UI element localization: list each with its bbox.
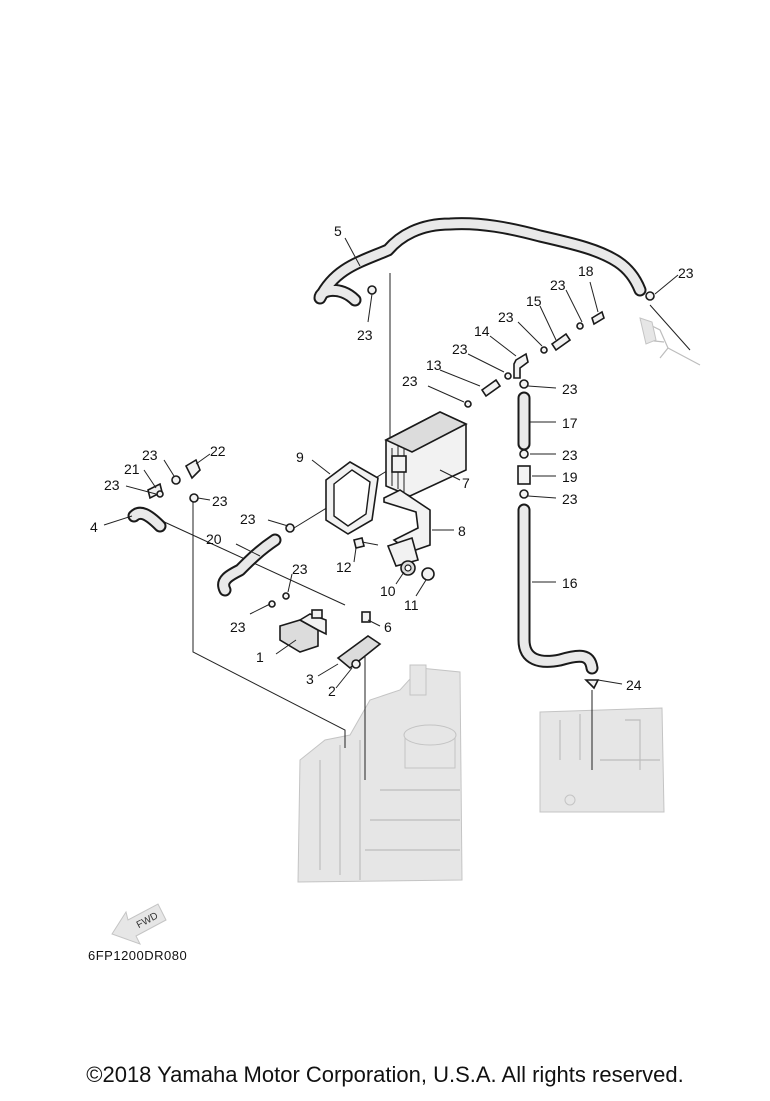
callout-6: 6: [384, 619, 392, 635]
pipe-13: [480, 378, 502, 398]
joint-15: [550, 332, 572, 352]
callout-17: 17: [562, 415, 578, 431]
callout-11: 11: [404, 597, 419, 613]
joint-14: [513, 352, 529, 379]
callout-18: 18: [578, 263, 594, 279]
callout-10: 10: [380, 583, 396, 599]
valve-1: [279, 609, 327, 653]
oil-pan-ghost: [539, 707, 665, 813]
callout-3: 3: [306, 671, 314, 687]
callout-1: 1: [256, 649, 264, 665]
callout-23: 23: [498, 309, 514, 325]
callout-2: 2: [328, 683, 336, 699]
leader-lines: [103, 237, 679, 689]
bracket-8: [383, 489, 431, 567]
callout-23: 23: [678, 265, 694, 281]
callout-19: 19: [562, 469, 578, 485]
callout-15: 15: [526, 293, 542, 309]
callout-21: 21: [124, 461, 140, 477]
canister-7: [384, 411, 468, 497]
callout-9: 9: [296, 449, 304, 465]
engine-block-ghost: [297, 664, 463, 883]
joint-19: [517, 465, 531, 485]
callout-23: 23: [562, 381, 578, 397]
callout-23: 23: [230, 619, 246, 635]
callout-23: 23: [292, 561, 308, 577]
clamps-23: [156, 285, 655, 608]
callout-23: 23: [562, 447, 578, 463]
callout-4: 4: [90, 519, 98, 535]
copyright-notice: ©2018 Yamaha Motor Corporation, U.S.A. A…: [86, 1062, 684, 1087]
hose-4: [127, 506, 167, 533]
callout-23: 23: [452, 341, 468, 357]
callout-23: 23: [550, 277, 566, 293]
bolt-12: [353, 537, 379, 549]
callout-5: 5: [334, 223, 342, 239]
callout-14: 14: [474, 323, 490, 339]
callout-8: 8: [458, 523, 466, 539]
collar-11: [421, 567, 435, 581]
band-9: [325, 461, 379, 535]
callout-23: 23: [402, 373, 418, 389]
callout-23: 23: [357, 327, 373, 343]
callout-23: 23: [104, 477, 120, 493]
callout-23: 23: [240, 511, 256, 527]
callout-23: 23: [212, 493, 228, 509]
callout-23: 23: [142, 447, 158, 463]
callout-23: 23: [562, 491, 578, 507]
callout-7: 7: [462, 475, 470, 491]
fwd-arrow-icon: FWD: [111, 903, 167, 945]
callout-13: 13: [426, 357, 442, 373]
callout-20: 20: [206, 531, 222, 547]
joint-22: [184, 458, 201, 480]
nut-2: [351, 659, 361, 669]
grommet-10: [400, 560, 416, 576]
clip-24: [584, 679, 600, 690]
callout-12: 12: [336, 559, 352, 575]
callout-labels: 5 23 23 18 23 15 23 14 23 13 23 23 17 23…: [90, 223, 694, 699]
fitting-ghost: [639, 317, 701, 366]
bolt-6: [361, 611, 371, 623]
hose-16: [517, 503, 599, 675]
bracket-3: [336, 635, 382, 670]
pipe-18: [591, 310, 605, 326]
hose-5: [313, 217, 647, 307]
callout-24: 24: [626, 677, 642, 693]
diagram-code: 6FP1200DR080: [88, 948, 188, 963]
callout-16: 16: [562, 575, 578, 591]
hose-20: [217, 533, 282, 597]
callout-22: 22: [210, 443, 226, 459]
